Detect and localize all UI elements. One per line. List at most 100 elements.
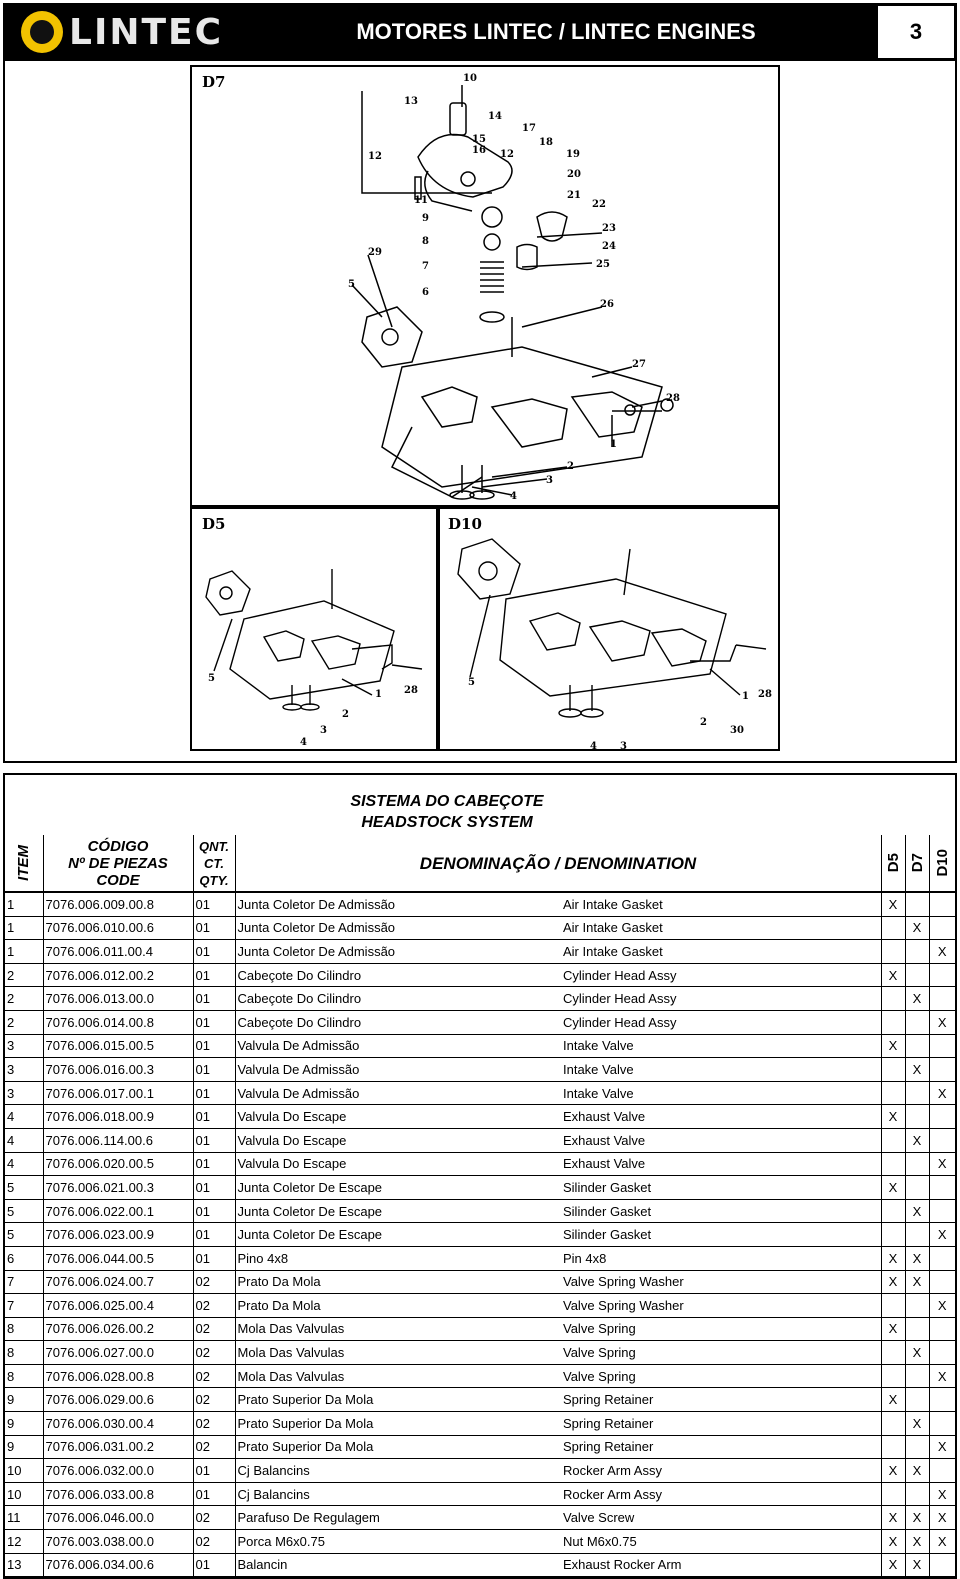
row-description-en: Air Intake Gasket (561, 892, 882, 917)
row-d5-mark (881, 1293, 906, 1318)
row-qty: 02 (193, 1435, 236, 1460)
row-description-en: Silinder Gasket (561, 1222, 882, 1247)
row-d7-mark (905, 963, 930, 988)
row-item: 9 (5, 1435, 44, 1460)
row-description-en: Intake Valve (561, 1057, 882, 1082)
row-description-en: Valve Spring (561, 1364, 882, 1389)
svg-text:24: 24 (602, 241, 616, 252)
row-d7-mark: X (905, 916, 930, 941)
row-code: 7076.006.046.00.0 (43, 1505, 194, 1531)
svg-text:19: 19 (566, 149, 580, 160)
row-item: 9 (5, 1387, 44, 1413)
row-item: 1 (5, 939, 44, 964)
row-description-pt: Pino 4x8 (235, 1246, 561, 1271)
row-description-en: Valve Spring (561, 1317, 882, 1342)
row-d7-mark (905, 1482, 930, 1507)
svg-text:5: 5 (208, 673, 215, 684)
row-qty: 01 (193, 939, 236, 964)
row-description-en: Rocker Arm Assy (561, 1482, 882, 1507)
row-d10-mark (929, 1199, 955, 1224)
row-d7-mark (905, 1175, 930, 1200)
svg-text:3: 3 (546, 475, 553, 486)
row-d7-mark (905, 1364, 930, 1389)
parts-table-section: SISTEMA DO CABEÇOTE HEADSTOCK SYSTEM ITE… (3, 773, 957, 1579)
row-d7-mark: X (905, 1458, 930, 1483)
row-code: 7076.006.023.00.9 (43, 1222, 194, 1247)
row-description-en: Cylinder Head Assy (561, 963, 882, 988)
row-item: 10 (5, 1482, 44, 1507)
row-description-pt: Parafuso De Regulagem (235, 1505, 561, 1531)
svg-text:12: 12 (368, 151, 382, 162)
row-item: 7 (5, 1270, 44, 1295)
row-d5-mark (881, 1411, 906, 1436)
svg-text:2: 2 (567, 461, 574, 472)
row-d5-mark: X (881, 1175, 906, 1200)
svg-text:4: 4 (590, 741, 597, 749)
row-qty: 01 (193, 1152, 236, 1177)
svg-text:28: 28 (758, 689, 772, 700)
row-description-pt: Porca M6x0.75 (235, 1529, 561, 1554)
svg-text:2: 2 (700, 717, 707, 728)
row-item: 1 (5, 916, 44, 941)
row-d7-mark (905, 939, 930, 964)
row-description-en: Cylinder Head Assy (561, 986, 882, 1011)
row-qty: 02 (193, 1387, 236, 1413)
d10-exploded-view: 5 28 1 2 30 4 3 (457, 538, 772, 749)
row-d10-mark (929, 1128, 955, 1153)
row-code: 7076.006.032.00.0 (43, 1458, 194, 1483)
row-item: 4 (5, 1152, 44, 1177)
row-code: 7076.006.025.00.4 (43, 1293, 194, 1318)
row-code: 7076.006.022.00.1 (43, 1199, 194, 1224)
svg-text:1: 1 (375, 689, 382, 700)
diagram-area: D7 (3, 61, 957, 763)
row-code: 7076.006.015.00.5 (43, 1034, 194, 1059)
row-qty: 02 (193, 1270, 236, 1295)
row-description-en: Intake Valve (561, 1081, 882, 1106)
row-code: 7076.006.013.00.0 (43, 986, 194, 1011)
row-qty: 01 (193, 1128, 236, 1153)
row-d7-mark (905, 1034, 930, 1059)
row-qty: 02 (193, 1364, 236, 1389)
row-item: 3 (5, 1081, 44, 1106)
row-d7-mark: X (905, 1529, 930, 1554)
d5-exploded-view: 5 28 1 1 2 3 4 (205, 569, 423, 748)
header-d10: D10 (929, 835, 955, 893)
row-d10-mark: X (929, 1364, 955, 1389)
row-description-en: Air Intake Gasket (561, 939, 882, 964)
svg-text:29: 29 (368, 247, 382, 258)
row-d7-mark: X (905, 986, 930, 1011)
svg-text:8: 8 (422, 236, 429, 247)
svg-text:6: 6 (422, 287, 429, 298)
row-d7-mark: X (905, 1411, 930, 1436)
system-title-pt: SISTEMA DO CABEÇOTE (350, 793, 544, 810)
row-d10-mark (929, 963, 955, 988)
svg-text:5: 5 (468, 677, 475, 688)
row-d7-mark: X (905, 1246, 930, 1271)
row-item: 1 (5, 892, 44, 917)
row-description-en: Valve Spring Washer (561, 1270, 882, 1295)
row-qty: 01 (193, 1458, 236, 1483)
row-description-en: Spring Retainer (561, 1435, 882, 1460)
row-item: 10 (5, 1458, 44, 1483)
row-description-pt: Junta Coletor De Escape (235, 1199, 561, 1224)
row-qty: 01 (193, 1553, 236, 1578)
header-d7: D7 (905, 835, 930, 893)
row-description-pt: Valvula De Admissão (235, 1081, 561, 1106)
row-qty: 02 (193, 1293, 236, 1318)
page-title: MOTORES LINTEC / LINTEC ENGINES (356, 19, 756, 44)
row-d5-mark (881, 1435, 906, 1460)
row-item: 9 (5, 1411, 44, 1436)
row-d10-mark: X (929, 1010, 955, 1035)
row-description-en: Spring Retainer (561, 1411, 882, 1436)
row-d7-mark (905, 1317, 930, 1342)
svg-text:14: 14 (488, 111, 502, 122)
header-denomination: DENOMINAÇÃO / DENOMINATION (235, 835, 882, 893)
row-d7-mark (905, 892, 930, 917)
page-header: LINTEC MOTORES LINTEC / LINTEC ENGINES 3 (3, 3, 957, 61)
